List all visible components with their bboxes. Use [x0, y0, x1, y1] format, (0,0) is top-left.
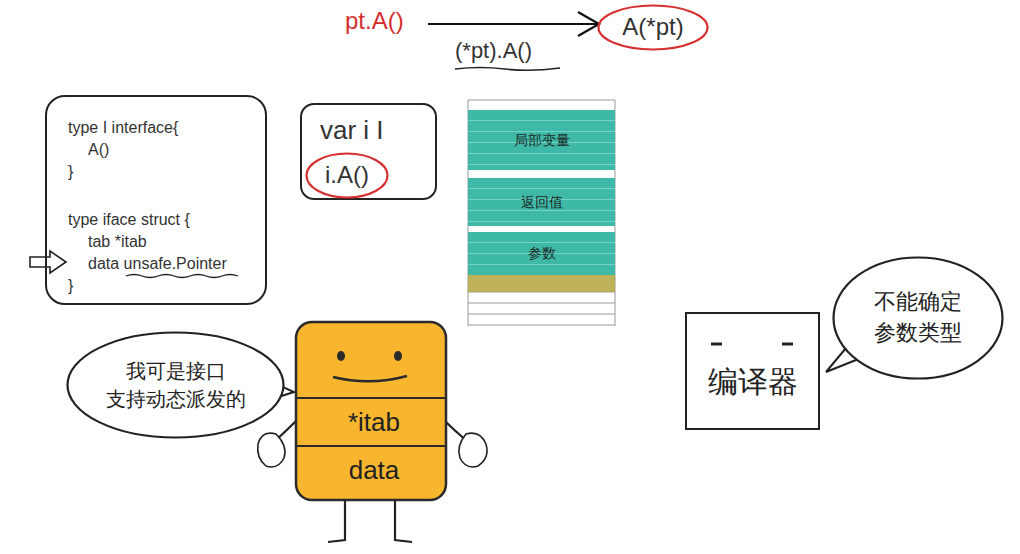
- ellipse-outline: [832, 256, 1004, 380]
- wavy-underline: [126, 275, 238, 278]
- stack-band: 参数: [468, 232, 615, 275]
- code-call: (*pt).A(): [455, 38, 532, 64]
- divider: [297, 445, 445, 447]
- code-box: type I interface{A()} type iface struct {…: [45, 95, 267, 305]
- code-call: pt.A(): [345, 7, 404, 35]
- stack-pointer-band: [468, 275, 615, 292]
- underline: [455, 68, 560, 71]
- node-text: i.A(): [325, 161, 369, 190]
- stack-band: 返回值: [468, 178, 615, 226]
- code-line: type I interface{: [68, 117, 255, 139]
- code-line: A(): [68, 139, 255, 161]
- call-ellipse: i.A(): [305, 152, 389, 199]
- arrow-line: [428, 23, 598, 25]
- node-text: 我可是接口 支持动态派发的: [101, 357, 251, 413]
- code-line: data unsafe.Pointer: [68, 253, 255, 275]
- code-line: type iface struct {: [68, 209, 255, 231]
- code-box: var i I i.A(): [300, 103, 437, 200]
- interface-character: *itabdata: [296, 322, 452, 500]
- node-text: var i I: [320, 115, 425, 146]
- character-face: [333, 351, 407, 381]
- compiler-face: [711, 343, 793, 346]
- arrow-head: [578, 12, 599, 36]
- speech-bubble: 不能确定 参数类型: [832, 256, 1004, 380]
- pointer-arrow: [30, 251, 66, 273]
- node-text: 不能确定 参数类型: [868, 287, 968, 349]
- code-line: tab *itab: [68, 231, 255, 253]
- code-line: }: [68, 275, 255, 297]
- compiler-box: 编译器: [685, 312, 820, 430]
- field-label: data: [300, 446, 448, 494]
- node-text: A(*pt): [622, 13, 683, 42]
- node-text: 局部变量: [514, 132, 570, 149]
- node-text: 编译器: [695, 364, 810, 400]
- code-line: }: [68, 161, 255, 183]
- node-text: 返回值: [521, 194, 563, 211]
- stack-frame: [468, 100, 615, 326]
- speech-bubble: 我可是接口 支持动态派发的: [66, 331, 285, 439]
- divider: [297, 397, 445, 399]
- call-ellipse: A(*pt): [597, 4, 709, 51]
- field-label: *itab: [300, 398, 448, 446]
- stack-band: 局部变量: [468, 110, 615, 170]
- ellipse-outline: [66, 331, 285, 439]
- node-text: 参数: [528, 245, 556, 262]
